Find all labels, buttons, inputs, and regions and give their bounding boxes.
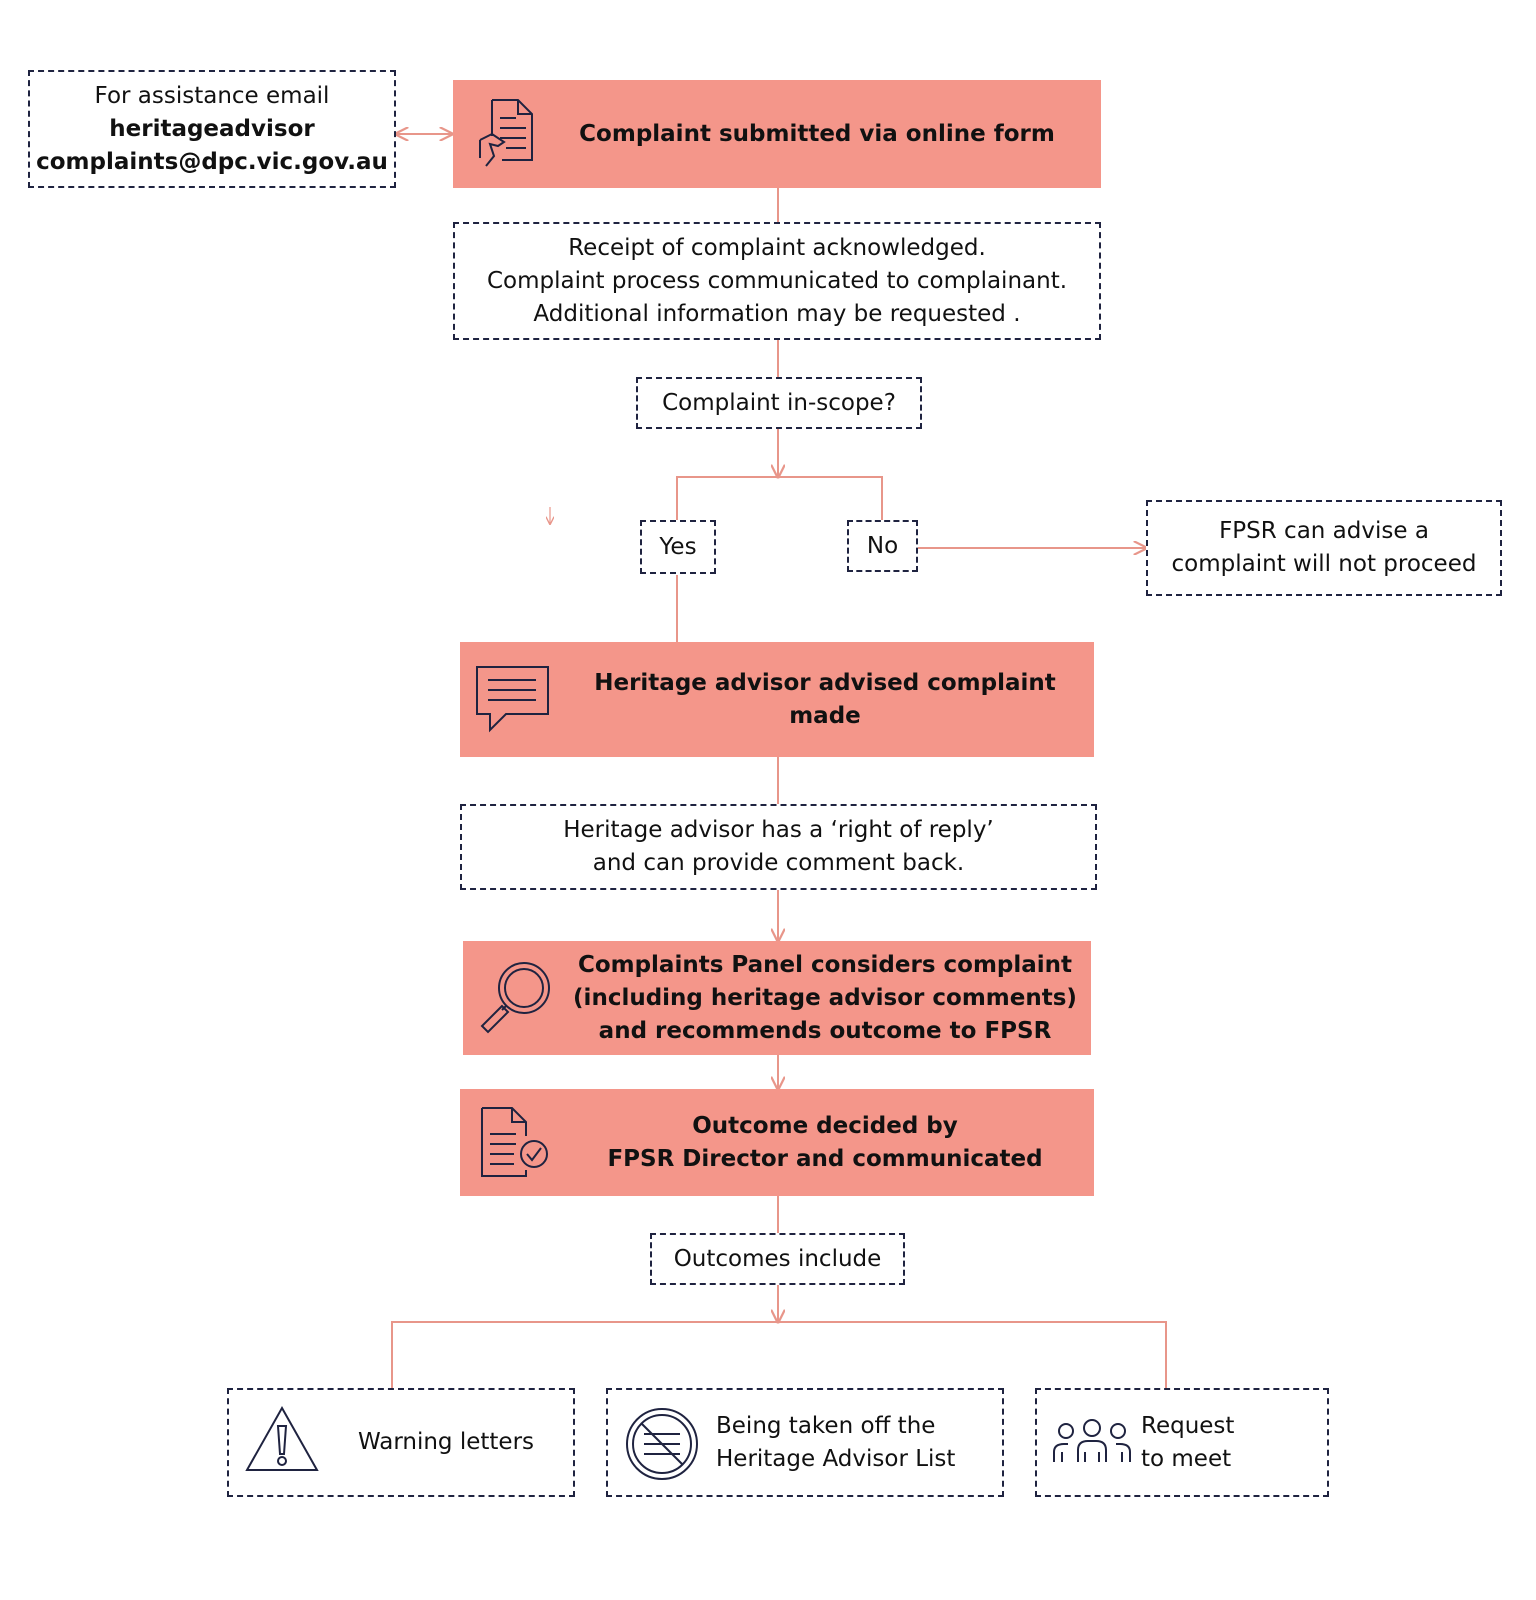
- reply-line-2: and can provide comment back.: [592, 850, 965, 876]
- assistance-email-part-2: complaints@dpc.vic.gov.au: [36, 148, 388, 175]
- outcome-warning-letters: Warning letters: [227, 1388, 575, 1497]
- decision-in-scope-label: Complaint in-scope?: [662, 389, 896, 416]
- connector-outcome-branches: [391, 1321, 1167, 1388]
- document-check-icon: [481, 1107, 548, 1177]
- panel-line-3: and recommends outcome to FPSR: [598, 1017, 1052, 1044]
- meet-line-2: to meet: [1141, 1445, 1232, 1472]
- meet-line-1: Request: [1141, 1412, 1235, 1439]
- branch-yes: Yes: [640, 520, 716, 574]
- step-receipt-acknowledged: Receipt of complaint acknowledged. Compl…: [453, 222, 1101, 340]
- not-proceed-line-1: FPSR can advise a: [1219, 518, 1429, 544]
- assistance-email-part-1: heritageadvisor: [109, 115, 315, 142]
- removed-line-1: Being taken off the: [716, 1412, 936, 1439]
- assistance-box: For assistance email heritageadvisor com…: [28, 70, 396, 188]
- panel-line-1: Complaints Panel considers complaint: [577, 951, 1073, 978]
- prohibited-list-icon: [626, 1408, 698, 1480]
- speech-bubble-icon: [476, 666, 549, 733]
- removed-line-2: Heritage Advisor List: [716, 1445, 956, 1472]
- step-complaints-panel: Complaints Panel considers complaint (in…: [463, 941, 1091, 1055]
- people-group-icon: [1053, 1419, 1131, 1462]
- branch-no: No: [847, 520, 918, 572]
- not-proceed-line-2: complaint will not proceed: [1171, 551, 1477, 577]
- receipt-line-3: Additional information may be requested …: [533, 300, 1021, 327]
- warning-triangle-icon: [245, 1405, 319, 1471]
- receipt-line-2: Complaint process communicated to compla…: [486, 267, 1068, 294]
- step-complaint-submitted-label: Complaint submitted via online form: [579, 120, 1055, 147]
- magnifier-icon: [480, 962, 550, 1034]
- step-advisor-advised: Heritage advisor advised complaint made: [460, 642, 1094, 757]
- decided-line-1: Outcome decided by: [692, 1112, 958, 1139]
- step-right-of-reply: Heritage advisor has a ‘right of reply’ …: [460, 804, 1097, 890]
- step-complaint-submitted: Complaint submitted via online form: [453, 80, 1101, 188]
- outcome-removed-from-list: Being taken off the Heritage Advisor Lis…: [606, 1388, 1004, 1497]
- warning-letters-label: Warning letters: [357, 1429, 535, 1455]
- decided-line-2: FPSR Director and communicated: [607, 1145, 1043, 1172]
- receipt-line-1: Receipt of complaint acknowledged.: [568, 234, 986, 261]
- connector-branch-yes-no: [676, 476, 883, 520]
- outcome-not-proceed: FPSR can advise a complaint will not pro…: [1146, 500, 1502, 596]
- step-outcome-decided: Outcome decided by FPSR Director and com…: [460, 1089, 1094, 1196]
- step-advisor-advised-label: Heritage advisor advised complaint made: [594, 669, 1056, 729]
- branch-no-label: No: [866, 532, 899, 559]
- branch-yes-label: Yes: [659, 533, 697, 560]
- decision-in-scope: Complaint in-scope?: [636, 377, 922, 429]
- document-hand-icon: [479, 99, 533, 167]
- panel-line-2: (including heritage advisor comments): [573, 984, 1077, 1011]
- assistance-line-1: For assistance email: [94, 82, 330, 109]
- reply-line-1: Heritage advisor has a ‘right of reply’: [563, 817, 994, 843]
- outcomes-include-label: Outcomes include: [673, 1245, 882, 1272]
- outcomes-include: Outcomes include: [650, 1233, 905, 1285]
